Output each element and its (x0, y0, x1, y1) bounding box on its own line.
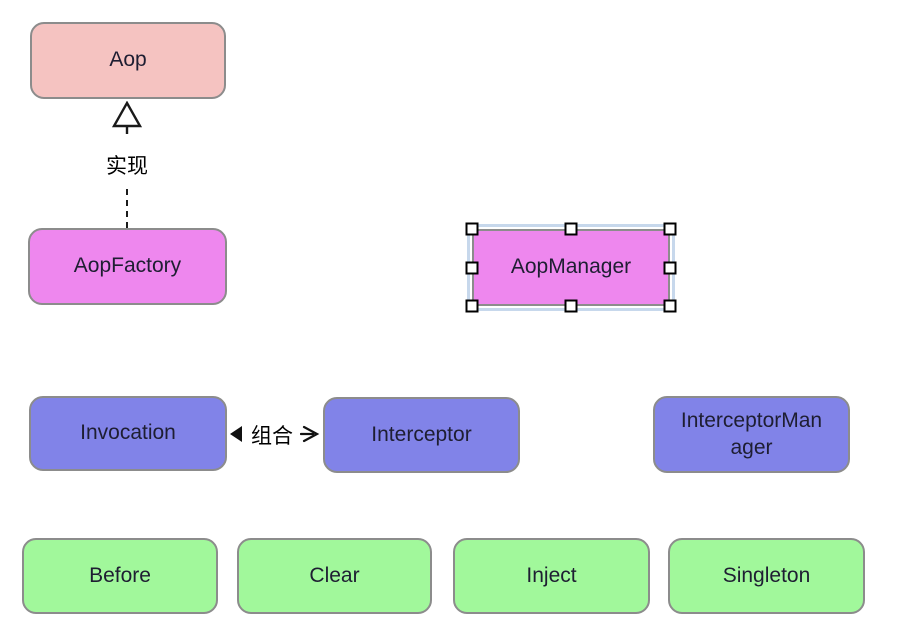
realization-arrow-icon[interactable] (111, 101, 143, 135)
node-aop-factory[interactable]: AopFactory (28, 228, 227, 305)
node-label: Before (89, 563, 151, 587)
resize-handle-e[interactable] (663, 261, 677, 274)
node-label: Aop (109, 48, 147, 72)
node-clear[interactable]: Clear (237, 538, 432, 614)
node-label: InterceptorManager (680, 409, 823, 459)
node-before[interactable]: Before (22, 538, 218, 614)
node-aop-manager-selected: AopManager (465, 222, 677, 313)
arrowhead-right-icon[interactable] (300, 425, 320, 443)
composition-edge-label[interactable]: 组合 (251, 425, 293, 448)
node-label: Invocation (80, 421, 176, 445)
node-invocation[interactable]: Invocation (29, 396, 227, 471)
node-singleton[interactable]: Singleton (668, 538, 865, 614)
node-label: Inject (526, 563, 577, 587)
node-label: Singleton (722, 563, 811, 587)
node-interceptor[interactable]: Interceptor (323, 397, 520, 473)
node-label: Clear (309, 563, 360, 587)
resize-handle-n[interactable] (564, 222, 578, 236)
node-label: AopManager (510, 255, 632, 279)
realization-dashed-line[interactable] (126, 189, 128, 228)
node-aop-manager[interactable]: AopManager (472, 229, 670, 306)
resize-handle-nw[interactable] (465, 222, 479, 236)
resize-handle-w[interactable] (465, 261, 479, 274)
node-interceptor-manager[interactable]: InterceptorManager (653, 396, 850, 473)
resize-handle-ne[interactable] (663, 222, 677, 236)
resize-handle-se[interactable] (663, 299, 677, 313)
node-inject[interactable]: Inject (453, 538, 650, 614)
node-aop[interactable]: Aop (30, 22, 226, 99)
resize-handle-s[interactable] (564, 299, 578, 313)
node-label: Interceptor (371, 422, 472, 446)
realization-edge-label[interactable]: 实现 (106, 155, 148, 178)
node-label: AopFactory (73, 254, 182, 278)
composition-diamond-icon[interactable] (230, 426, 242, 442)
resize-handle-sw[interactable] (465, 299, 479, 313)
